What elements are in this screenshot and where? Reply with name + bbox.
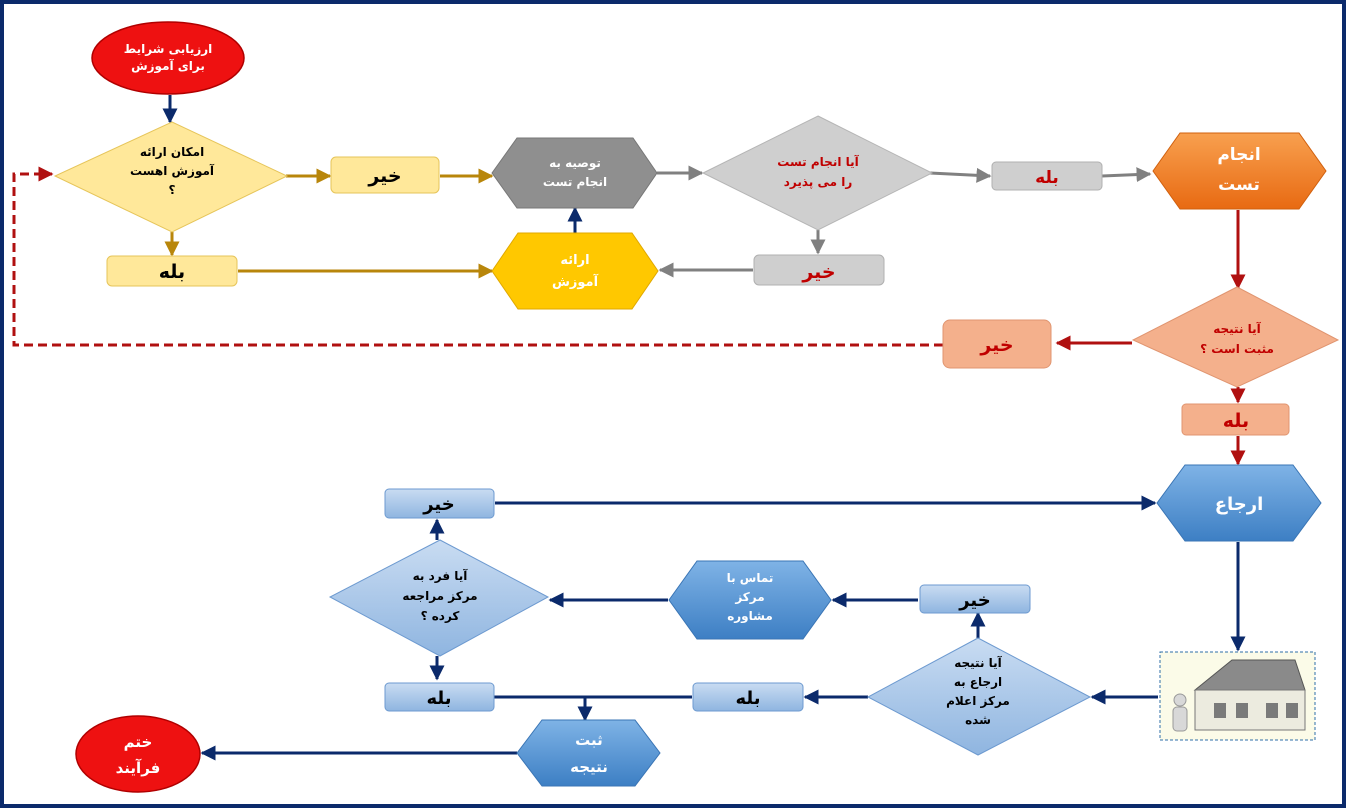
provide-training-hexagon: ارائه آموزش (491, 232, 659, 310)
no-visited-box: خیر (384, 488, 495, 519)
referral-notified-line-2: ارجاع به (954, 675, 1002, 689)
contact-center-hexagon: تماس با مرکز مشاوره (668, 560, 832, 640)
referral-notified-line-4: شده (965, 713, 991, 727)
record-result-line-1: ثبت (575, 731, 603, 749)
yes-visited-label: بله (426, 688, 451, 709)
person-visited-line-3: کرده ؟ (421, 609, 460, 623)
no-accept-box: خیر (753, 254, 885, 286)
yes-positive-box: بله (1181, 403, 1290, 436)
yes-accept-box: بله (991, 161, 1103, 191)
no-training-label: خیر (367, 165, 401, 187)
no-accept-label: خیر (801, 261, 835, 283)
connectors (12, 95, 1246, 761)
recommend-test-line-2: انجام تست (543, 175, 607, 190)
no-positive-label: خیر (979, 334, 1013, 356)
start-line-2: برای آموزش (131, 58, 205, 74)
yes-visited-box: بله (384, 682, 495, 712)
training-possible-line-3: ؟ (169, 183, 176, 197)
result-positive-decision: آیا نتیجه مثبت است ؟ (1131, 286, 1340, 388)
arrow-yes-to-test (1101, 167, 1152, 183)
no-notified-label: خیر (958, 590, 991, 611)
do-test-line-1: انجام (1217, 145, 1260, 165)
contact-center-line-2: مرکز (734, 590, 764, 604)
do-test-hexagon: انجام تست (1152, 132, 1327, 210)
arrow-accept-to-yes (929, 167, 992, 183)
yes-notified-box: بله (692, 682, 804, 712)
end-line-2: فرآیند (116, 759, 161, 777)
result-positive-line-2: مثبت است ؟ (1200, 342, 1274, 356)
yes-notified-label: بله (735, 688, 760, 709)
accepts-test-line-1: آیا انجام تست (777, 154, 859, 170)
start-terminal: ارزیابی شرایط برای آموزش (91, 21, 245, 95)
yes-positive-label: بله (1223, 410, 1249, 432)
person-visited-line-2: مرکز مراجعه (402, 589, 477, 603)
do-test-line-2: تست (1218, 175, 1260, 195)
yes-training-box: بله (106, 255, 238, 287)
person-visited-decision: آیا فرد به مرکز مراجعه کرده ؟ (328, 539, 550, 657)
accepts-test-decision: آیا انجام تست را می پذیرد (701, 115, 934, 231)
referral-label: ارجاع (1215, 494, 1264, 515)
referral-hexagon: ارجاع (1156, 464, 1322, 542)
provide-training-line-2: آموزش (552, 273, 599, 290)
arrow-loop-back-dashed (12, 166, 943, 347)
training-possible-line-1: امکان ارائه (140, 145, 204, 159)
end-line-1: ختم (124, 733, 153, 751)
yes-accept-label: بله (1035, 168, 1059, 188)
end-terminal: ختم فرآیند (75, 715, 201, 793)
no-positive-box: خیر (942, 319, 1052, 369)
referral-notified-line-3: مرکز اعلام (946, 694, 1010, 709)
no-training-box: خیر (330, 156, 440, 194)
no-visited-label: خیر (422, 494, 455, 515)
house-icon (1172, 659, 1306, 732)
record-result-hexagon: ثبت نتیجه (516, 719, 661, 787)
provide-training-line-1: ارائه (560, 253, 589, 268)
contact-center-line-1: تماس با (727, 571, 774, 585)
start-line-1: ارزیابی شرایط (124, 42, 213, 56)
recommend-test-hexagon: توصیه به انجام تست (491, 137, 658, 209)
recommend-test-line-1: توصیه به (549, 156, 601, 171)
person-visited-line-1: آیا فرد به (413, 568, 469, 583)
result-positive-line-1: آیا نتیجه (1213, 321, 1261, 336)
training-possible-decision: امکان ارائه آموزش اهست ؟ (53, 121, 289, 233)
contact-center-line-3: مشاوره (727, 609, 773, 624)
training-possible-line-2: آموزش اهست (130, 163, 215, 179)
referral-notified-line-1: آیا نتیجه (954, 655, 1002, 670)
accepts-test-line-2: را می پذیرد (784, 175, 853, 189)
record-result-line-2: نتیجه (570, 758, 608, 776)
referral-notified-decision: آیا نتیجه ارجاع به مرکز اعلام شده (866, 637, 1092, 756)
no-notified-box: خیر (919, 584, 1031, 614)
yes-training-label: بله (159, 261, 185, 283)
center-image (1159, 651, 1316, 741)
